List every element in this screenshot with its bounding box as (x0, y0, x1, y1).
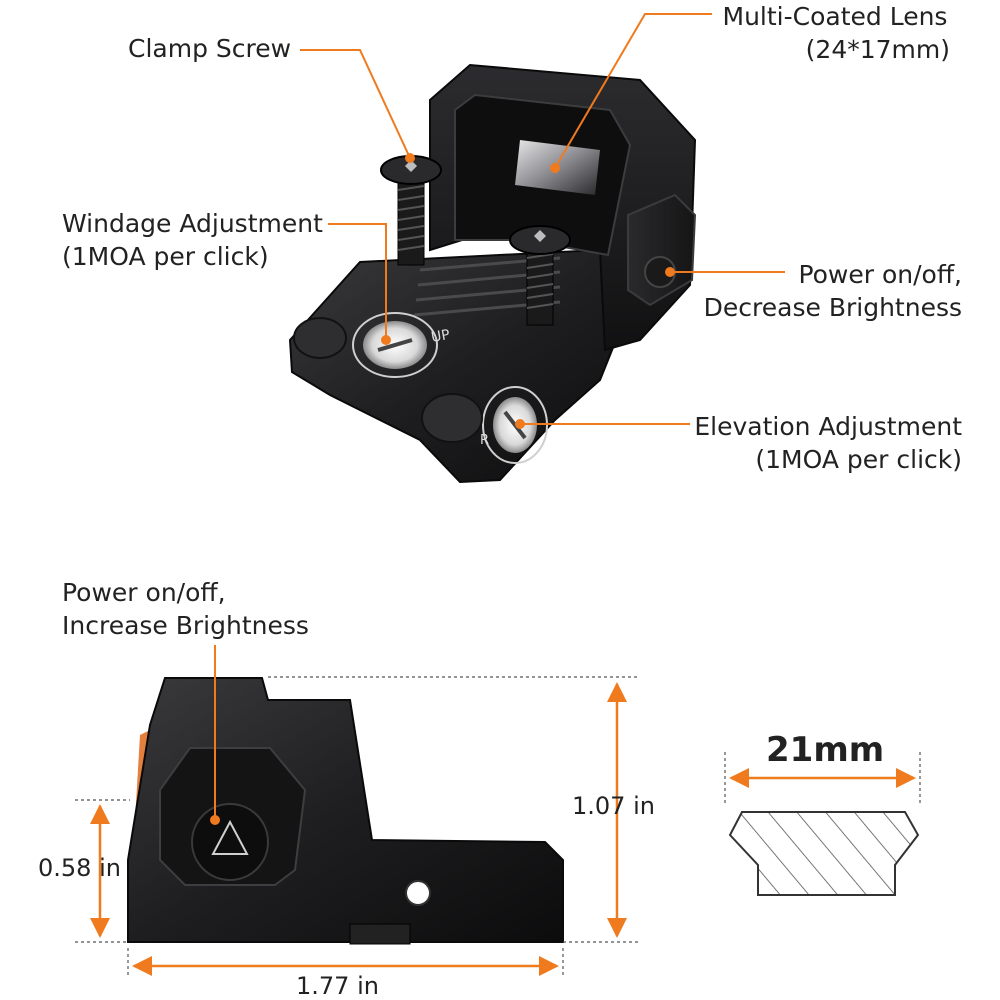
power-increase-button (191, 803, 269, 881)
length-dimension-label: 1.77 in (296, 972, 379, 1000)
clamp-screw-left (380, 155, 442, 266)
windage-dial-ring (352, 312, 438, 378)
sight-3d-view: UP R (288, 63, 697, 484)
dial-up-mark: UP (430, 327, 451, 346)
dial-r-mark: R (480, 433, 489, 448)
leader-lens (554, 13, 712, 169)
height-dimension-label: 1.07 in (572, 792, 655, 820)
power-increase-label: Power on/off, Increase Brightness (62, 578, 309, 640)
leader-clamp-screw (300, 49, 411, 159)
clamp-screw-right (509, 225, 571, 326)
lens-label: Multi-Coated Lens (24*17mm) (722, 2, 950, 64)
rail-cross-section (724, 752, 921, 896)
sight-base (288, 248, 642, 484)
mount-hole (405, 880, 431, 906)
leader-windage (328, 223, 387, 340)
elevation-label: Elevation Adjustment (1MOA per click) (694, 412, 962, 474)
button-height-dimension-label: 0.58 in (38, 854, 121, 882)
triangle-icon (211, 819, 249, 855)
clamp-screw-label: Clamp Screw (128, 34, 292, 63)
dimension-lines (75, 645, 640, 978)
side-button-panel (627, 193, 697, 307)
sight-side-view (127, 677, 564, 945)
power-decrease-label: Power on/off, Decrease Brightness (703, 260, 962, 322)
rail-width-dimension-label: 21mm (766, 730, 885, 770)
rail-profile (728, 811, 920, 896)
windage-label: Windage Adjustment (1MOA per click) (62, 209, 323, 271)
callout-lines (300, 13, 785, 429)
